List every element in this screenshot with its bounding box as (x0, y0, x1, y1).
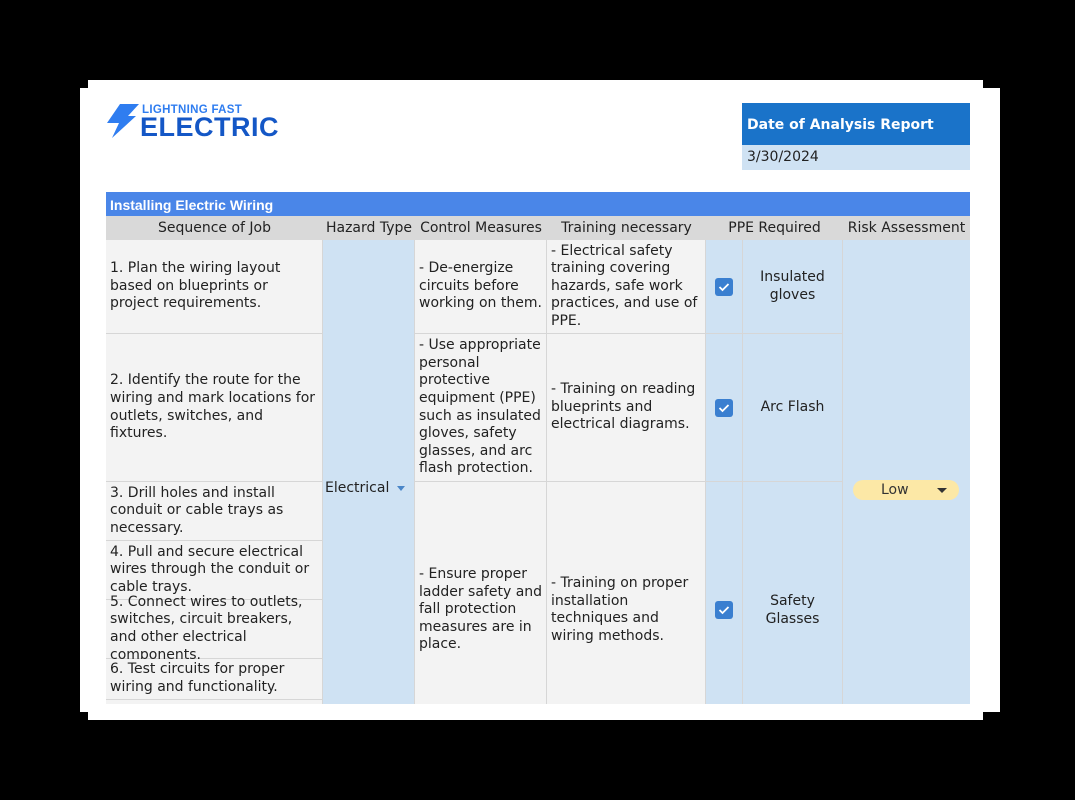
training-3[interactable]: - Training on proper installation techni… (547, 482, 706, 704)
table-row-step-6[interactable]: 6. Test circuits for proper wiring and f… (106, 659, 323, 700)
control-measure-1[interactable]: - De-energize circuits before working on… (415, 240, 547, 334)
header-training-necessary: Training necessary (547, 216, 706, 240)
table-row-empty[interactable] (106, 700, 323, 704)
header-control-measures: Control Measures (415, 216, 547, 240)
dropdown-arrow-icon (397, 485, 406, 491)
table-row-step-4[interactable]: 4. Pull and secure electrical wires thro… (106, 541, 323, 600)
hazard-analysis-table: Installing Electric Wiring Sequence of J… (106, 192, 970, 704)
header-sequence-of-job: Sequence of Job (106, 216, 323, 240)
checkbox-checked-icon[interactable] (715, 277, 733, 296)
header-hazard-type: Hazard Type (323, 216, 415, 240)
date-value-cell[interactable]: 3/30/2024 (742, 145, 970, 170)
checkbox-checked-icon[interactable] (715, 601, 733, 619)
table-row-step-3[interactable]: 3. Drill holes and install conduit or ca… (106, 482, 323, 541)
table-row-step-1[interactable]: 1. Plan the wiring layout based on bluep… (106, 240, 323, 334)
header-ppe-required: PPE Required (706, 216, 843, 240)
dropdown-arrow-icon (937, 488, 947, 493)
logo-name: ELECTRIC (140, 112, 279, 142)
control-measure-3[interactable]: - Ensure proper ladder safety and fall p… (415, 482, 547, 704)
logo-tagline: LIGHTNING FAST (142, 104, 243, 116)
table-title: Installing Electric Wiring (106, 192, 970, 216)
ppe-checkbox-2[interactable] (706, 334, 743, 482)
training-2[interactable]: - Training on reading blueprints and ele… (547, 334, 706, 482)
lightning-bolt-icon (107, 104, 139, 138)
training-1[interactable]: - Electrical safety training covering ha… (547, 240, 706, 334)
risk-level-value: Low (881, 482, 909, 498)
hazard-type-value: Electrical (325, 480, 390, 496)
risk-assessment-cell: Low (843, 240, 970, 704)
company-logo: LIGHTNING FAST ELECTRIC (106, 103, 296, 143)
document-frame-edge (983, 96, 1000, 704)
ppe-checkbox-1[interactable] (706, 240, 743, 334)
ppe-label-3[interactable]: Safety Glasses (743, 482, 843, 704)
hazard-type-dropdown[interactable]: Electrical (323, 240, 415, 704)
ppe-label-1[interactable]: Insulated gloves (743, 240, 843, 334)
table-row-step-2[interactable]: 2. Identify the route for the wiring and… (106, 334, 323, 482)
date-of-analysis-box: Date of Analysis Report 3/30/2024 (742, 103, 970, 170)
table-row-step-5[interactable]: 5. Connect wires to outlets, switches, c… (106, 594, 323, 663)
checkbox-checked-icon[interactable] (715, 398, 733, 417)
header-risk-assessment: Risk Assessment (843, 216, 970, 240)
risk-level-dropdown[interactable]: Low (853, 480, 959, 500)
ppe-checkbox-3[interactable] (706, 482, 743, 704)
date-label: Date of Analysis Report (742, 103, 970, 145)
ppe-label-2[interactable]: Arc Flash (743, 334, 843, 482)
control-measure-2[interactable]: - Use appropriate personal protective eq… (415, 334, 547, 482)
